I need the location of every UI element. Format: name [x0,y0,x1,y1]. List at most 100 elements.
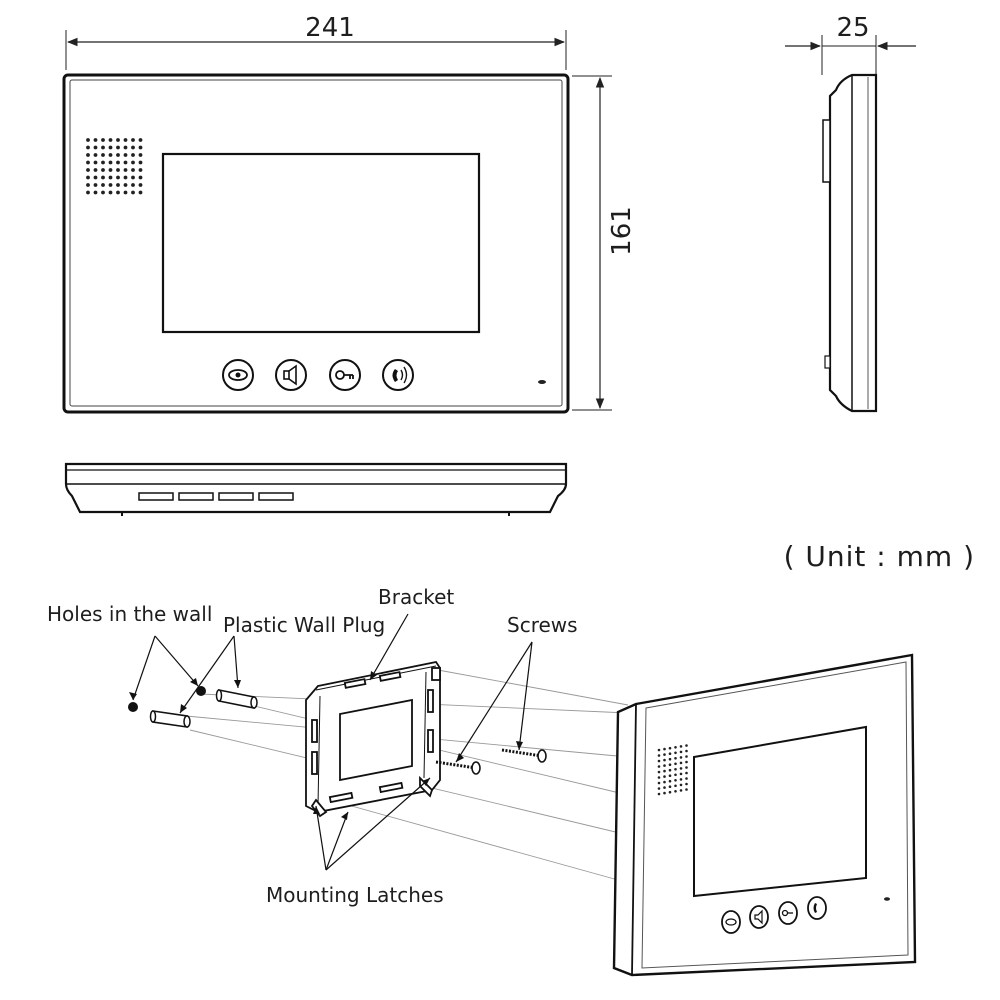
grille-dot [663,769,666,773]
grille-dot [663,791,666,795]
grille-dot [101,183,105,187]
grille-dot [668,746,672,750]
key-icon [781,909,793,917]
label-bracket: Bracket [378,585,454,609]
grille-dot [138,168,143,172]
grille-dot [131,153,135,157]
grille-dot [116,153,120,157]
front-button-phone[interactable] [382,359,414,391]
grille-dot [108,145,113,150]
monitor-perspective [612,653,917,977]
grille-dot [674,768,677,771]
grille-dot [93,190,98,195]
grille-dot [657,776,661,779]
grille-dot [131,168,135,172]
grille-dot [674,779,677,782]
speaker-grille [86,138,143,195]
wall-hole [128,702,138,712]
grille-dot [663,786,666,789]
grille-dot [657,765,661,768]
grille-dot [685,771,688,775]
grille-dot [674,762,677,766]
grille-dot [108,183,113,187]
grille-dot [123,138,128,142]
grille-dot [123,190,128,195]
speaker-icon [754,909,763,925]
grille-dot [657,754,661,757]
grille-dot [668,779,672,783]
label-holes-in-wall: Holes in the wall [47,602,212,626]
front-view: 241 161 [62,13,637,414]
grille-dot [679,750,683,754]
grille-dot [131,138,135,142]
grille-dot [116,175,120,180]
grille-dot [674,757,677,760]
grille-dot [116,160,120,165]
grille-dot [657,787,661,790]
grille-dot [101,175,105,180]
screw [435,760,481,775]
grille-dot [108,153,113,157]
grille-dot [101,153,105,157]
grille-dot [138,183,143,187]
grille-dot [685,744,688,747]
grille-dot [679,783,683,787]
speaker-icon [283,364,297,386]
grille-dot [685,760,688,764]
grille-dot [131,160,135,165]
grille-dot [674,751,677,755]
grille-dot [93,168,98,172]
grille-dot [93,138,98,142]
grille-dot [679,772,683,776]
grille-dot [116,145,120,150]
grille-dot [86,183,90,187]
grille-dot [123,145,128,150]
grille-dot [657,770,661,774]
width-dimension: 241 [305,13,355,43]
grille-dot [679,761,683,765]
grille-dot [668,790,672,794]
front-button-speaker[interactable] [275,359,307,391]
grille-dot [138,145,143,150]
perspective-button-speaker[interactable] [749,905,769,929]
grille-dot [131,183,135,187]
perspective-button-key[interactable] [778,901,798,925]
front-button-eye[interactable] [222,359,254,391]
grille-dot [86,160,90,165]
bracket [305,660,441,818]
grille-dot [93,175,98,180]
grille-dot [679,767,683,770]
height-dimension: 161 [607,206,637,256]
grille-dot [668,763,672,766]
grille-dot [663,775,666,778]
installation-view: Holes in the wall Plastic Wall Plug Brac… [47,585,917,977]
grille-dot [657,759,661,763]
screw [501,748,547,763]
grille-dot [674,746,677,749]
grille-dot [86,145,90,150]
grille-dot [108,175,113,180]
grille-dot [116,183,120,187]
grille-dot [131,145,135,150]
grille-dot [86,138,90,142]
grille-dot [685,777,688,780]
perspective-button-phone[interactable] [807,896,827,920]
perspective-button-eye[interactable] [721,910,741,934]
grille-dot [657,748,661,752]
grille-dot [131,175,135,180]
wall-plug [149,710,191,728]
grille-dot [116,168,120,172]
grille-dot [86,190,90,195]
label-screws: Screws [507,613,578,637]
grille-dot [123,160,128,165]
wall-plug [215,689,258,709]
grille-dot [679,745,683,748]
label-mounting-latches: Mounting Latches [266,883,444,907]
eye-icon [725,918,737,926]
grille-dot [116,138,120,142]
grille-dot [86,153,90,157]
unit-note: ( Unit : mm ) [784,540,975,573]
grille-dot [93,160,98,165]
front-button-key[interactable] [329,359,361,391]
